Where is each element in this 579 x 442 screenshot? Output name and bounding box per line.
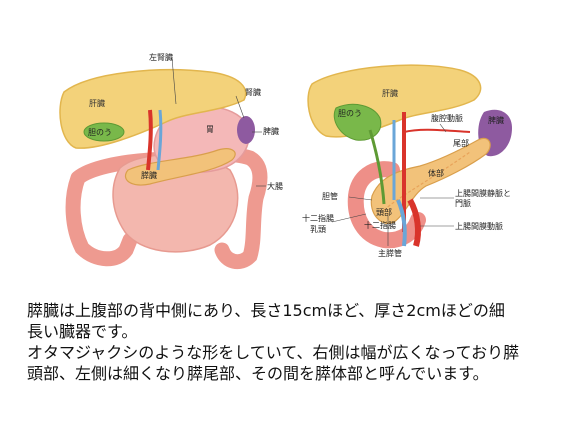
label-adrenal: 腎臓 xyxy=(245,87,261,97)
label-liver-right: 肝臓 xyxy=(382,88,398,98)
right-diagram: 肝臓 胆のう 腹腔動脈 脾臓 尾部 体部 胆管 上腸間膜静脈と 門脈 十二指腸 … xyxy=(302,65,512,258)
label-sma: 上腸間膜動脈 xyxy=(455,221,503,231)
label-spleen-right: 脾臓 xyxy=(488,115,504,125)
label-duodenum: 十二指腸 xyxy=(364,220,396,230)
label-smv-portal-line1: 上腸間膜静脈と xyxy=(455,188,511,198)
celiac-artery-shape xyxy=(404,130,470,132)
description-line-2: 長い臓器です。 xyxy=(27,321,567,342)
label-tail: 尾部 xyxy=(453,138,469,148)
label-smv-portal-line2: 門脈 xyxy=(455,198,471,208)
label-large-intestine: 大腸 xyxy=(267,181,283,191)
label-papilla-line1: 十二指腸 xyxy=(302,213,334,223)
label-bile-duct: 胆管 xyxy=(322,191,338,201)
label-stomach: 胃 xyxy=(206,125,214,134)
description-line-1: 膵臓は上腹部の背中側にあり、長さ15cmほど、厚さ2cmほどの細 xyxy=(27,300,567,321)
label-body: 体部 xyxy=(428,168,444,178)
label-liver-left: 肝臓 xyxy=(89,98,105,108)
label-papilla-line2: 乳頭 xyxy=(310,224,326,234)
label-head: 頭部 xyxy=(376,207,392,217)
label-gallbladder-right: 胆のう xyxy=(338,109,362,118)
label-left-kidney: 左腎臓 xyxy=(149,52,173,62)
label-main-duct: 主膵管 xyxy=(378,248,402,258)
description-line-4: 頭部、左側は細くなり膵尾部、その間を膵体部と呼んでいます。 xyxy=(27,363,567,384)
spleen-shape xyxy=(237,116,255,144)
description-line-3: オタマジャクシのような形をしていて、右側は幅が広くなっており膵 xyxy=(27,342,567,363)
label-celiac-artery: 腹腔動脈 xyxy=(431,113,463,123)
label-pancreas-left: 膵臓 xyxy=(141,170,157,180)
label-spleen-left: 脾臓 xyxy=(263,126,279,136)
label-gallbladder-left: 胆のう xyxy=(88,128,112,137)
description-text: 膵臓は上腹部の背中側にあり、長さ15cmほど、厚さ2cmほどの細 長い臓器です。… xyxy=(27,300,567,384)
left-diagram: 左腎臓 肝臓 腎臓 胆のう 胃 脾臓 膵臓 大腸 xyxy=(60,52,283,262)
